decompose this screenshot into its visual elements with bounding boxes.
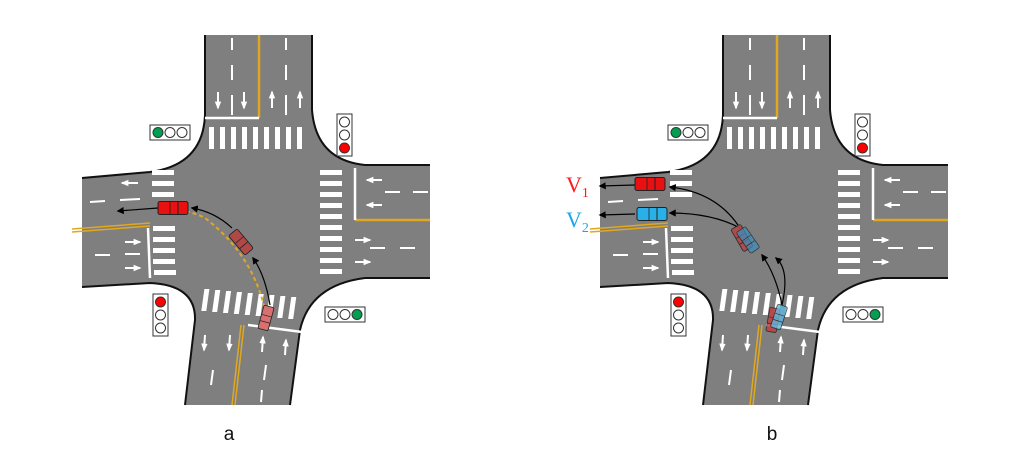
panel-a: a (72, 35, 430, 445)
car-end (157, 201, 189, 215)
trajectory-arrow (668, 184, 739, 226)
panel-label-b: b (767, 424, 778, 445)
car-v1-end (634, 177, 666, 191)
vehicle-label-v2: V2 (566, 207, 589, 236)
trajectory-arrow (190, 205, 233, 229)
trajectory-arrow (761, 253, 783, 306)
vehicle-label-v1: V1 (566, 172, 589, 201)
car-v2-end (636, 207, 668, 221)
trajectory-arrow-v2 (598, 211, 636, 219)
intersection-road (72, 35, 430, 405)
trajectory-arrow (252, 256, 271, 306)
panel-label-a: a (224, 424, 235, 445)
trajectory-arrow-v1 (598, 182, 636, 190)
trajectory-arrow (668, 209, 741, 229)
panel-b: V1 V2 b (566, 35, 948, 445)
trajectory-arrow (116, 206, 159, 215)
trajectory-arrow (774, 257, 786, 306)
